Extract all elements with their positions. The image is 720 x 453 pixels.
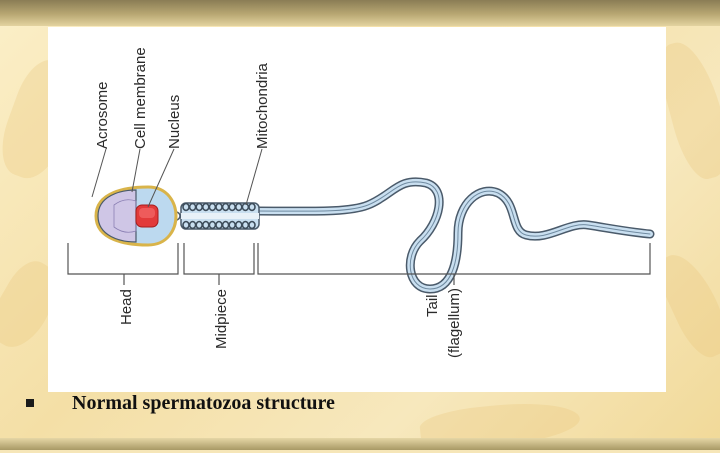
label-head: Head — [118, 289, 135, 325]
midpiece-shape — [171, 202, 260, 230]
label-cell-membrane: Cell membrane — [132, 47, 149, 149]
square-bullet-icon — [26, 399, 34, 407]
label-flagellum: (flagellum) — [446, 288, 463, 358]
slide-top-bar — [0, 0, 720, 26]
label-acrosome: Acrosome — [94, 81, 111, 149]
mitochondrion-coil — [248, 220, 256, 230]
diagram-svg: Acrosome Cell membrane Nucleus Mitochond… — [67, 47, 655, 358]
head-bracket — [67, 243, 179, 275]
label-midpiece: Midpiece — [213, 289, 230, 349]
slide-caption: Normal spermatozoa structure — [72, 392, 335, 414]
leader-lines — [91, 148, 263, 208]
label-nucleus: Nucleus — [166, 95, 183, 149]
label-tail: Tail — [424, 294, 441, 317]
mitochondria-coils — [182, 202, 256, 230]
region-brackets — [67, 243, 651, 285]
spermatozoa-diagram: Acrosome Cell membrane Nucleus Mitochond… — [48, 27, 666, 392]
sperm-head — [94, 185, 178, 247]
slide-bottom-bar — [0, 438, 720, 450]
midpiece-bracket — [183, 243, 255, 275]
label-mitochondria: Mitochondria — [254, 62, 271, 149]
mitochondrion-coil — [248, 202, 256, 212]
